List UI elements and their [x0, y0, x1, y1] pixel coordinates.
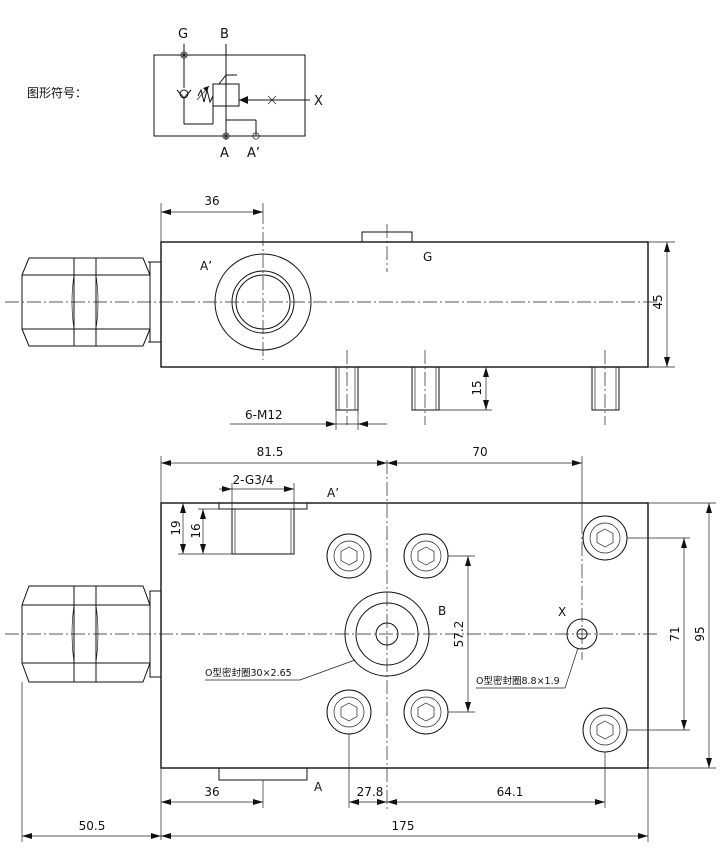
plan-label-x: X: [558, 605, 566, 619]
plan-dim-95: 95: [693, 626, 707, 641]
hex-fitting-side-icon: [21, 257, 162, 347]
side-view-body: [160, 241, 649, 368]
side-view: 36 A’ G 45 15 6-M12: [5, 194, 675, 430]
plan-dim-175: 175: [392, 819, 415, 833]
plan-dim-19: 19: [169, 520, 183, 535]
side-dim-45: 45: [651, 294, 665, 309]
x-port-oring-icon: [566, 618, 598, 650]
side-thread-label: 6-M12: [245, 408, 283, 422]
plan-dim-57-2: 57.2: [452, 621, 466, 648]
plan-seal-small: O型密封圈8.8×1.9: [476, 675, 560, 687]
g-port-plug-icon: [180, 51, 188, 59]
x-port-restrictor-icon: [267, 95, 277, 105]
plan-dim-64-1: 64.1: [497, 785, 524, 799]
plan-label-b: B: [438, 604, 446, 618]
plan-label-a2: A’: [327, 486, 339, 500]
plan-dim-16: 16: [189, 523, 203, 538]
plan-view: 81.5 70 2-G3/4 A’ 19 16 B X 57.2: [5, 445, 716, 842]
symbol-port-b: B: [220, 27, 229, 42]
plan-ports-g34: 2-G3/4: [232, 473, 273, 487]
side-label-a2: A’: [200, 259, 212, 273]
g34-port-top-icon: [218, 502, 308, 555]
symbol-port-x: X: [314, 94, 323, 109]
plan-view-body: [160, 502, 649, 769]
bolt-head-icon: [403, 689, 449, 735]
a2-port-icon: [252, 132, 260, 140]
symbol-caption: 图形符号：: [27, 85, 87, 100]
plan-dim-71: 71: [668, 626, 682, 641]
symbol-port-a2: A’: [247, 146, 260, 161]
bolt-head-icon: [403, 533, 449, 579]
bolt-head-icon: [326, 533, 372, 579]
bolt-head-icon: [326, 689, 372, 735]
hydraulic-symbol: 图形符号：: [27, 27, 323, 161]
hex-fitting-plan-icon: [21, 585, 162, 683]
bolt-head-icon: [582, 515, 628, 561]
mounting-studs-side-icon: [335, 366, 620, 411]
plan-seal-large: O型密封圈30×2.65: [205, 667, 292, 679]
plan-dim-36: 36: [204, 785, 219, 799]
symbol-port-g: G: [178, 27, 188, 42]
side-dim-15: 15: [470, 380, 484, 395]
side-label-g: G: [423, 250, 432, 264]
side-dim-36: 36: [204, 194, 219, 208]
plan-dim-70: 70: [472, 445, 487, 459]
spring-icon: [197, 88, 214, 104]
check-valve-icon: [176, 89, 192, 99]
a-port-plug-icon: [222, 132, 230, 140]
plan-label-a: A: [314, 780, 323, 794]
symbol-port-a: A: [220, 146, 229, 161]
bolt-head-icon: [582, 707, 628, 753]
a-port-bottom-icon: [218, 767, 308, 781]
plan-dim-81-5: 81.5: [257, 445, 284, 459]
plan-dim-50-5: 50.5: [79, 819, 106, 833]
plan-dim-27-8: 27.8: [357, 785, 384, 799]
b-port-oring-icon: [344, 591, 430, 677]
symbol-frame: [153, 54, 306, 137]
